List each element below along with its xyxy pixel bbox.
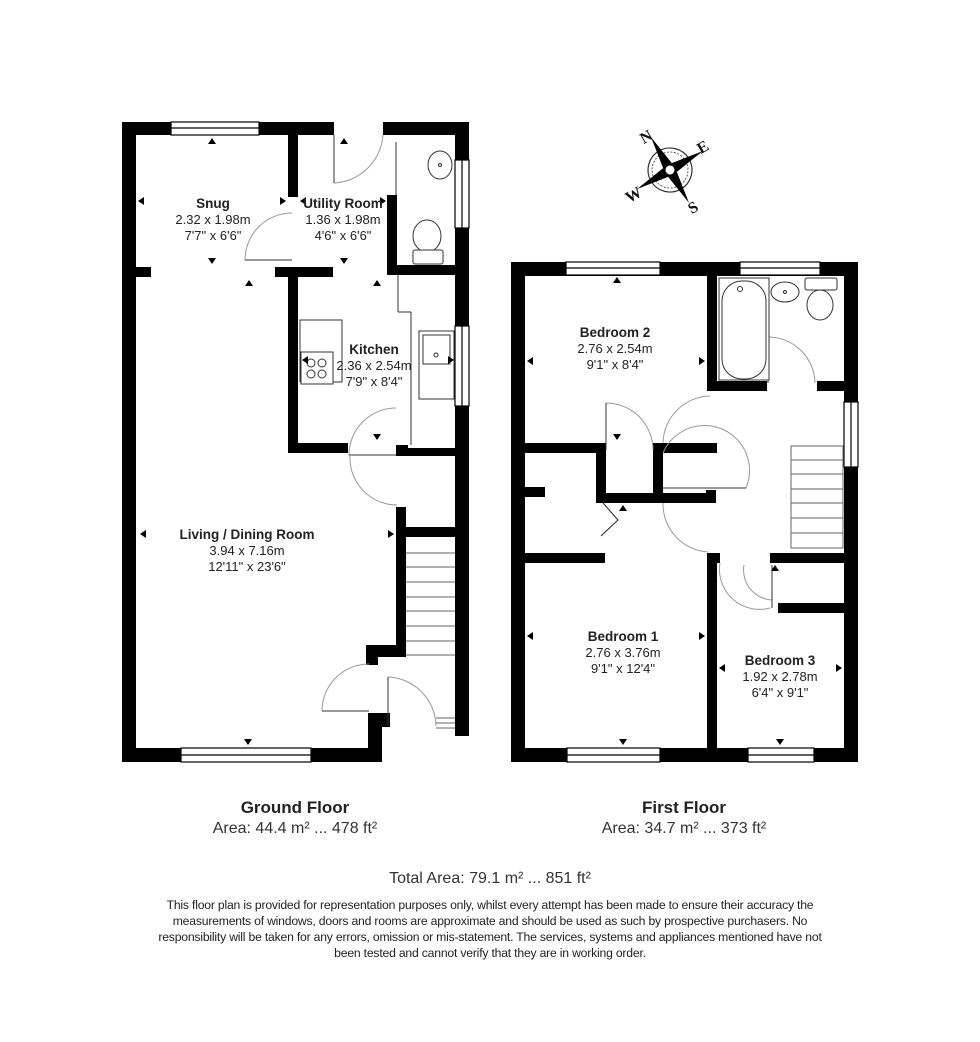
room-label-bedroom-3: Bedroom 3 1.92 x 2.78m 6'4" x 9'1" xyxy=(742,653,817,701)
first-floor-area: Area: 34.7 m² ... 373 ft² xyxy=(601,820,767,837)
room-imperial: 7'9" x 8'4" xyxy=(345,374,403,389)
room-metric: 2.32 x 1.98m xyxy=(175,212,251,227)
room-metric: 3.94 x 7.16m xyxy=(209,543,285,558)
svg-text:N: N xyxy=(637,127,656,148)
ground-floor-dimension-arrows xyxy=(138,138,454,745)
ground-floor-caption: Ground Floor Area: 44.4 m² ... 478 ft² xyxy=(213,797,378,839)
room-metric: 2.76 x 2.54m xyxy=(577,341,653,356)
room-metric: 1.92 x 2.78m xyxy=(742,669,818,684)
room-label-living-dining-room: Living / Dining Room 3.94 x 7.16m 12'11"… xyxy=(180,527,315,575)
ground-floor-area: Area: 44.4 m² ... 478 ft² xyxy=(212,820,378,837)
room-name: Snug xyxy=(196,196,230,211)
first-floor-caption: First Floor Area: 34.7 m² ... 373 ft² xyxy=(602,797,767,839)
room-name: Bedroom 3 xyxy=(744,653,816,668)
room-imperial: 9'1" x 8'4" xyxy=(586,357,644,372)
floor-plan-drawing: N E S W xyxy=(122,121,859,763)
compass-rose-icon xyxy=(637,137,703,203)
room-name: Kitchen xyxy=(349,342,399,357)
room-name: Bedroom 1 xyxy=(587,629,659,644)
first-floor-title: First Floor xyxy=(641,798,727,817)
ground-floor-stairs xyxy=(406,552,455,729)
room-imperial: 6'4" x 9'1" xyxy=(751,685,809,700)
first-floor-stairs xyxy=(790,445,844,549)
first-floor-dimension-arrows xyxy=(527,277,842,745)
svg-text:S: S xyxy=(685,198,701,217)
svg-text:W: W xyxy=(623,184,645,207)
ground-floor-walls xyxy=(122,122,469,762)
room-name: Living / Dining Room xyxy=(179,527,315,542)
first-floor-fixtures xyxy=(718,277,838,381)
room-name: Bedroom 2 xyxy=(579,325,651,340)
room-imperial: 4'6" x 6'6" xyxy=(314,228,372,243)
room-metric: 2.76 x 3.76m xyxy=(585,645,661,660)
ground-floor-fixtures xyxy=(299,150,455,445)
room-metric: 2.36 x 2.54m xyxy=(336,358,412,373)
room-label-snug: Snug 2.32 x 1.98m 7'7" x 6'6" xyxy=(175,196,250,244)
room-name: Utility Room xyxy=(303,196,383,211)
room-label-bedroom-2: Bedroom 2 2.76 x 2.54m 9'1" x 8'4" xyxy=(577,325,652,373)
total-area: Total Area: 79.1 m² ... 851 ft² xyxy=(389,870,591,887)
first-floor-plan xyxy=(511,261,859,763)
room-metric: 1.36 x 1.98m xyxy=(305,212,381,227)
room-imperial: 9'1" x 12'4" xyxy=(590,661,656,676)
disclaimer-text: This floor plan is provided for represen… xyxy=(158,898,822,960)
ground-floor-windows xyxy=(170,121,470,763)
room-label-bedroom-1: Bedroom 1 2.76 x 3.76m 9'1" x 12'4" xyxy=(585,629,660,677)
room-label-utility-room: Utility Room 1.36 x 1.98m 4'6" x 6'6" xyxy=(303,196,383,244)
room-imperial: 7'7" x 6'6" xyxy=(184,228,242,243)
ground-floor-doors xyxy=(244,134,437,727)
first-floor-windows xyxy=(565,261,859,763)
ground-floor-title: Ground Floor xyxy=(240,798,350,817)
room-imperial: 12'11" x 23'6" xyxy=(208,559,286,574)
ground-floor-plan xyxy=(122,121,470,763)
room-label-kitchen: Kitchen 2.36 x 2.54m 7'9" x 8'4" xyxy=(336,342,411,390)
